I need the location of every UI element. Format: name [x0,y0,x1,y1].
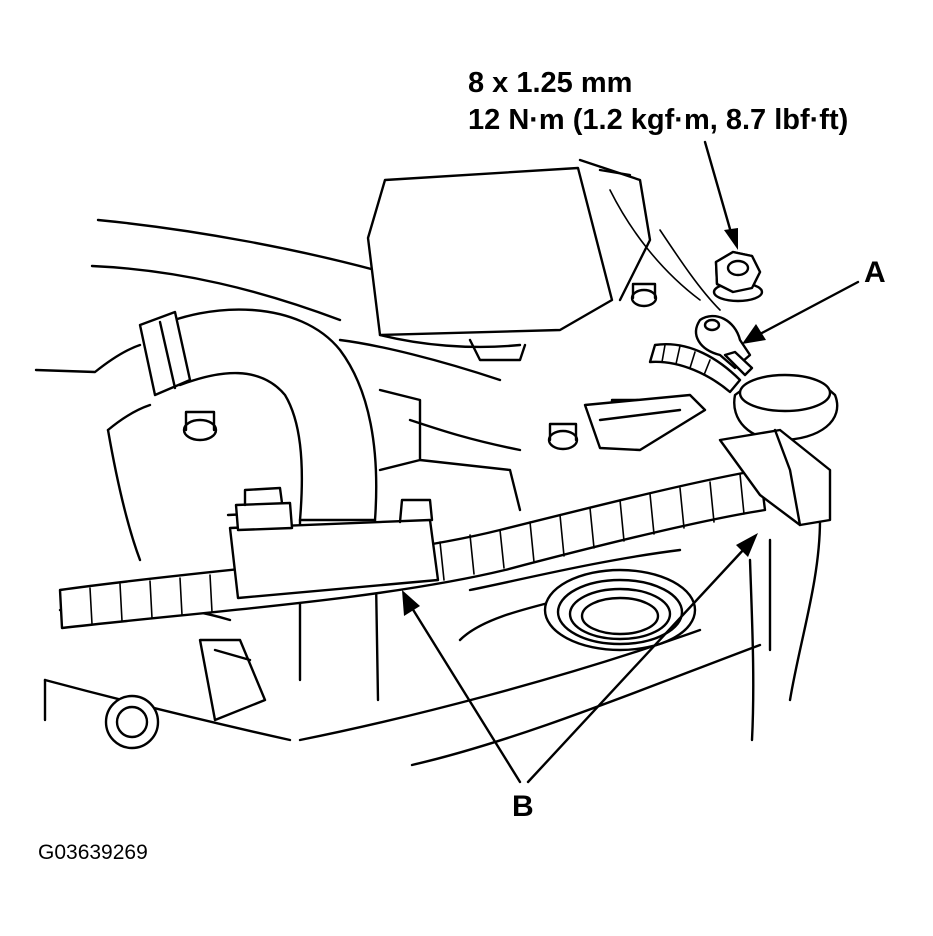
wire-harness [58,468,767,630]
radiator-hose [138,308,380,702]
engine-cover [338,166,614,512]
ground-cable-a [648,314,839,527]
harness-bracket [198,393,707,722]
torque-spec: 12 N·m (1.2 kgf·m, 8.7 lbf·ft) [468,104,849,136]
pulley [543,568,697,652]
callout-a: A [864,256,886,289]
leader-arrow-a [742,280,860,344]
callout-b: B [512,790,534,823]
flange-nut [712,250,764,303]
leader-arrows-b [402,533,758,784]
bolt-thread-spec: 8 x 1.25 mm [468,67,633,99]
leader-arrow-nut [703,140,738,250]
figure-id: G03639269 [38,841,148,864]
